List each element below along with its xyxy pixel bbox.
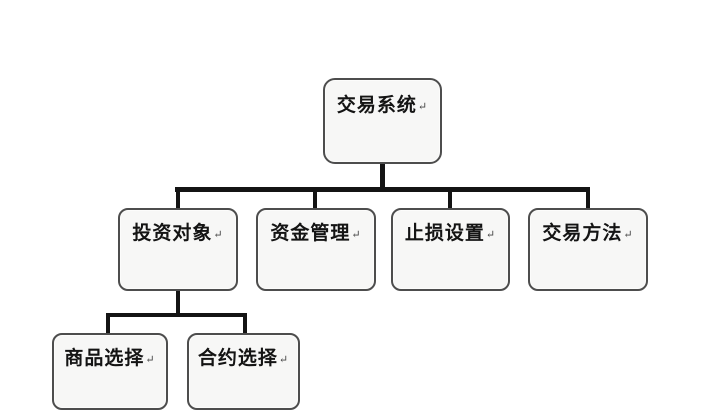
node-fund-management: 资金管理↵ — [256, 208, 376, 291]
node-label: 合约选择 — [197, 348, 278, 369]
soft-return-mark: ↵ — [213, 229, 224, 241]
node-stop-loss-setting: 止损设置↵ — [391, 208, 510, 291]
node-label: 资金管理 — [270, 223, 351, 244]
connector-drop-investment-target — [176, 187, 180, 208]
node-label: 商品选择 — [64, 348, 145, 369]
soft-return-mark: ↵ — [623, 229, 634, 241]
node-commodity-selection: 商品选择↵ — [52, 333, 168, 410]
connector-drop-stop-loss-setting — [448, 187, 452, 208]
soft-return-mark: ↵ — [145, 354, 156, 366]
node-label: 止损设置 — [404, 223, 485, 244]
node-label: 交易方法 — [542, 223, 623, 244]
node-investment-target: 投资对象↵ — [118, 208, 238, 291]
connector-bus-level2 — [175, 187, 590, 192]
connector-bus-level3 — [106, 313, 247, 317]
node-trading-system: 交易系统↵ — [323, 78, 442, 164]
node-label: 交易系统 — [336, 95, 417, 116]
soft-return-mark: ↵ — [417, 101, 429, 113]
connector-subtrunk-investment-target — [176, 289, 180, 317]
soft-return-mark: ↵ — [351, 229, 362, 241]
node-trading-method: 交易方法↵ — [528, 208, 648, 291]
connector-drop-commodity-selection — [106, 313, 110, 334]
node-label: 投资对象 — [132, 223, 213, 244]
node-contract-selection: 合约选择↵ — [187, 333, 300, 410]
connector-drop-trading-method — [586, 187, 590, 208]
soft-return-mark: ↵ — [278, 354, 290, 366]
connector-drop-fund-management — [313, 187, 317, 208]
connector-drop-contract-selection — [243, 313, 247, 334]
soft-return-mark: ↵ — [485, 229, 497, 241]
connector-trunk — [380, 162, 385, 192]
